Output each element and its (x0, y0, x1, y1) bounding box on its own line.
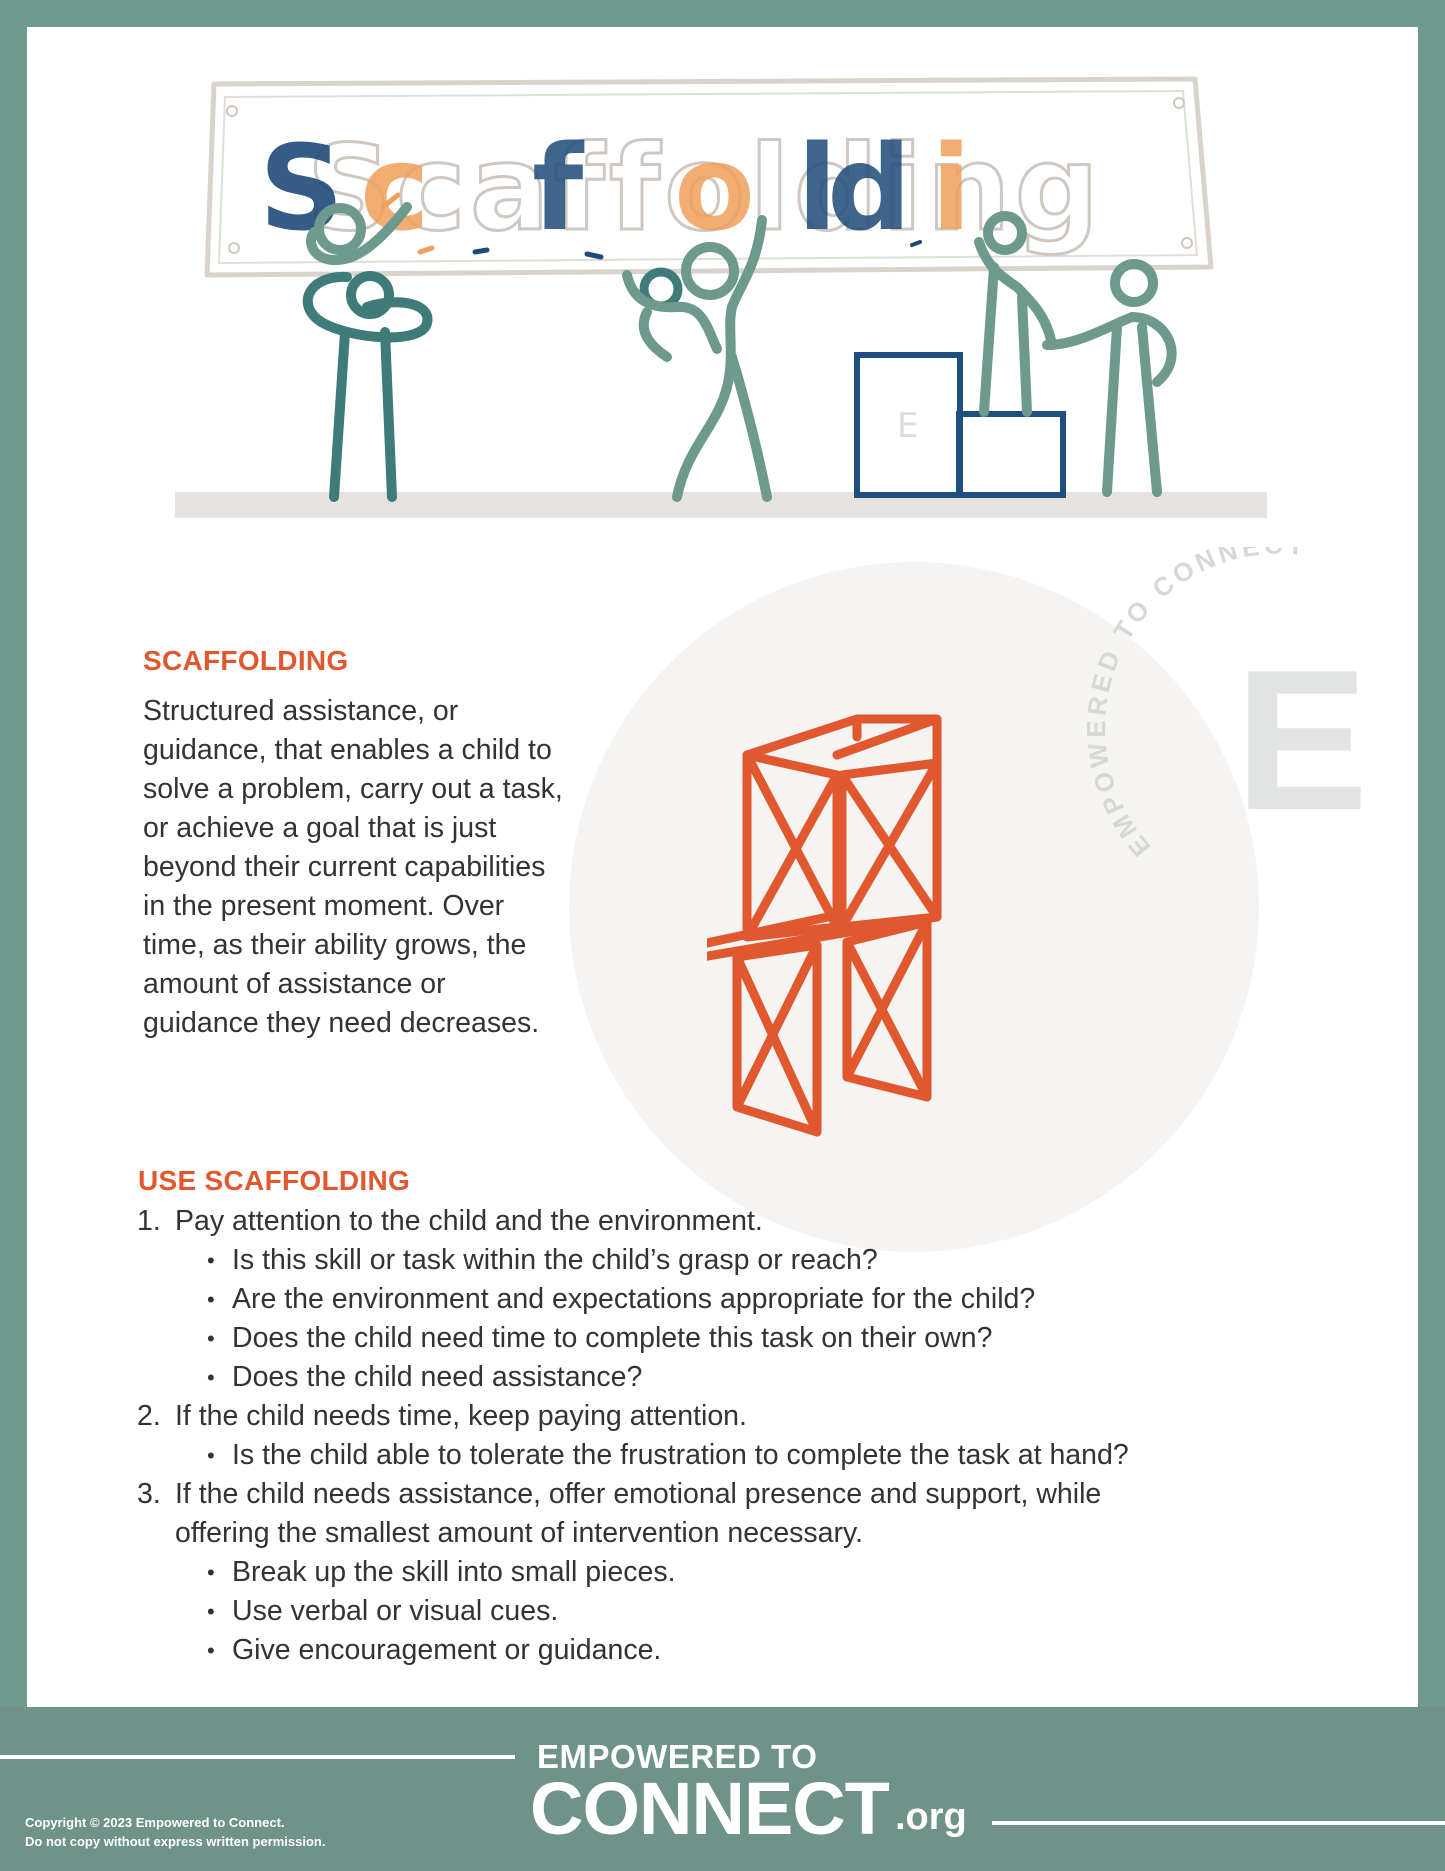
bullet-item: • Break up the skill into small pieces. (137, 1553, 1387, 1592)
definition-line: solve a problem, carry out a task, (143, 773, 563, 805)
bullet-text: Is the child able to tolerate the frustr… (232, 1439, 1129, 1471)
bullet-dot: • (207, 1638, 215, 1663)
scaffold-lower-left (707, 910, 942, 961)
copyright-line: Copyright © 2023 Empowered to Connect. (25, 1815, 285, 1830)
scaffold-upper-right (837, 758, 942, 932)
bullet-text: Are the environment and expectations app… (232, 1283, 1036, 1315)
bullet-dot: • (207, 1599, 215, 1624)
step-item: 1. Pay attention to the child and the en… (137, 1202, 1387, 1241)
bullet-dot: • (207, 1365, 215, 1390)
svg-text:E: E (897, 406, 918, 446)
bullet-dot: • (207, 1287, 215, 1312)
scaffold-top-face (742, 714, 942, 768)
bullet-item: • Is the child able to tolerate the frust… (137, 1436, 1387, 1475)
scaffold-lower-middle (732, 940, 822, 1137)
scaffold-upper-left (742, 750, 842, 942)
bullet-item: • Use verbal or visual cues. (137, 1592, 1387, 1631)
paint-splotches: S c f o l d i (259, 119, 971, 260)
bullet-dot: • (207, 1443, 215, 1468)
definition-line: guidance they need decreases. (143, 1007, 540, 1039)
banner (204, 76, 1214, 278)
bullet-item: • Give encouragement or guidance. (137, 1631, 1387, 1670)
svg-text:f: f (532, 119, 585, 257)
grommet (226, 105, 238, 117)
definition-line: amount of assistance or (143, 968, 446, 1000)
step-text: If the child needs time, keep paying att… (175, 1400, 747, 1432)
bullet-text: Break up the skill into small pieces. (232, 1556, 676, 1588)
bullet-item: • Does the child need assistance? (137, 1358, 1387, 1397)
step-text: offering the smallest amount of interven… (175, 1517, 864, 1549)
footer-divider-left (0, 1755, 515, 1759)
step-number: 3. (137, 1478, 161, 1510)
step-item: 3. If the child needs assistance, offer … (137, 1475, 1387, 1553)
svg-text:l: l (797, 119, 837, 257)
definition-line: guidance, that enables a child to (143, 734, 552, 766)
bullet-dot: • (207, 1326, 215, 1351)
step-text: Pay attention to the child and the envir… (175, 1205, 763, 1237)
grommet (1181, 237, 1193, 249)
bullet-text: Does the child need assistance? (232, 1361, 643, 1393)
bullet-text: Is this skill or task within the child’s… (232, 1244, 878, 1276)
empowered-to-connect-watermark: EMPOWERED TO CONNECT E (1082, 547, 1368, 863)
definition-line: beyond their current capabilities (143, 851, 546, 883)
scaffold-illustration (707, 714, 942, 1137)
grommet (1173, 97, 1185, 109)
background-circle (569, 562, 1259, 1252)
scaffold-lower-right (842, 917, 932, 1102)
definition-line: Structured assistance, or (143, 695, 459, 727)
use-scaffolding-title: USE SCAFFOLDING (138, 1165, 411, 1196)
svg-text:c: c (360, 119, 430, 257)
hero-illustration: Scaffolding S c f o l d i (175, 76, 1267, 518)
footer-divider-right (992, 1821, 1445, 1825)
bullet-text: Use verbal or visual cues. (232, 1595, 559, 1627)
step-text: If the child needs assistance, offer emo… (175, 1478, 1102, 1510)
bullet-text: Does the child need time to complete thi… (232, 1322, 993, 1354)
svg-text:i: i (931, 119, 971, 257)
step-number: 1. (137, 1205, 161, 1237)
banner-title: Scaffolding (307, 119, 1103, 257)
footer-brand-main: CONNECT (530, 1767, 890, 1850)
page-card: Scaffolding S c f o l d i (27, 27, 1418, 1707)
definition-line: in the present moment. Over (143, 890, 505, 922)
copyright-notice: Copyright © 2023 Empowered to Connect. D… (25, 1813, 326, 1851)
footer-brand-top: EMPOWERED TO (537, 1738, 818, 1775)
step-item: 2. If the child needs time, keep paying … (137, 1397, 1387, 1436)
bullet-item: • Are the environment and expectations ap… (137, 1280, 1387, 1319)
bullet-item: • Does the child need time to complete th… (137, 1319, 1387, 1358)
footer-brand-tld: .org (895, 1796, 967, 1838)
footer-band (0, 1707, 1445, 1871)
watermark-logo-letter: E (1235, 629, 1368, 852)
figure-adult-lifting-child (622, 215, 772, 502)
step-number: 2. (137, 1400, 161, 1432)
definition-line: time, as their ability grows, the (143, 929, 527, 961)
steps-list: 1. Pay attention to the child and the en… (137, 1202, 1387, 1670)
bullet-dot: • (207, 1560, 215, 1585)
stacked-boxes: E (854, 352, 1066, 498)
svg-text:o: o (674, 119, 755, 257)
copyright-line: Do not copy without express written perm… (25, 1834, 326, 1849)
bullet-item: • Is this skill or task within the child’… (137, 1241, 1387, 1280)
figure-adult-holding-child (302, 202, 433, 502)
figure-adult-reaching (974, 211, 1177, 497)
definition-line: or achieve a goal that is just (143, 812, 497, 844)
bullet-dot: • (207, 1248, 215, 1273)
bullet-text: Give encouragement or guidance. (232, 1634, 662, 1666)
svg-text:d: d (827, 119, 911, 257)
grommet (228, 242, 240, 254)
definition-title: SCAFFOLDING (143, 645, 349, 676)
svg-text:S: S (259, 119, 344, 257)
floor (175, 492, 1267, 518)
definition-text: Structured assistance, or guidance, that… (143, 692, 643, 1043)
